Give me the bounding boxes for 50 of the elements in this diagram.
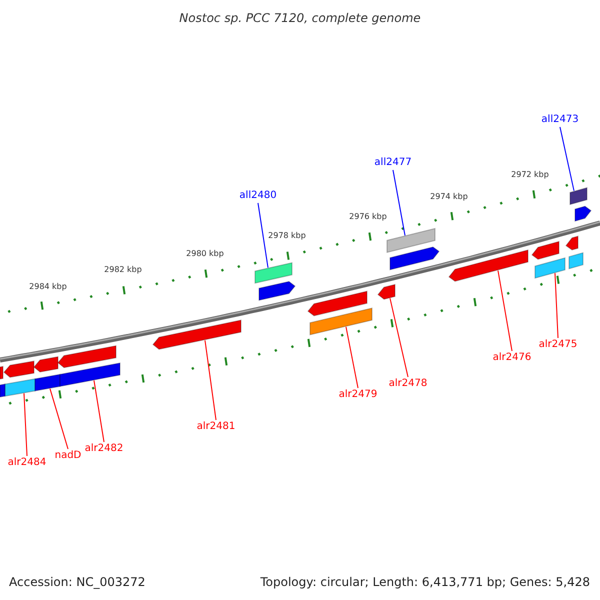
leader-line xyxy=(560,126,574,192)
gene-block xyxy=(386,228,436,254)
gene-block xyxy=(377,284,396,300)
gene-label: all2480 xyxy=(239,189,277,203)
leader-line xyxy=(50,388,68,450)
gene-block xyxy=(310,307,372,336)
leader-line xyxy=(24,392,28,456)
gene-label: all2473 xyxy=(541,113,579,127)
gene-block xyxy=(258,280,296,301)
leader-line xyxy=(392,170,406,236)
gene-label: alr2475 xyxy=(538,338,578,352)
leader-line xyxy=(204,340,216,420)
gene-label: alr2479 xyxy=(338,388,378,402)
gene-block xyxy=(565,236,578,250)
leader-line xyxy=(554,272,558,338)
gene-label: all2477 xyxy=(374,156,412,170)
gene-label: alr2481 xyxy=(196,420,236,434)
gene-block xyxy=(534,257,566,279)
gene-block xyxy=(390,246,440,270)
gene-label: alr2476 xyxy=(492,351,532,365)
gene-block xyxy=(570,187,588,206)
gene-block xyxy=(568,252,584,270)
scale-label: 2984 kbp xyxy=(29,281,67,293)
scale-label: 2982 kbp xyxy=(104,264,142,276)
leader-line xyxy=(498,270,512,352)
leader-line xyxy=(94,380,104,442)
scale-label: 2978 kbp xyxy=(268,230,306,242)
leader-line xyxy=(258,202,268,268)
scale-label: 2976 kbp xyxy=(349,211,387,223)
scale-label: 2972 kbp xyxy=(511,169,549,181)
gene-block xyxy=(4,378,36,397)
scale-label: 2974 kbp xyxy=(430,191,468,203)
leader-line xyxy=(390,298,408,378)
gene-block xyxy=(254,262,292,284)
gene-block xyxy=(34,374,60,392)
gene-block xyxy=(152,319,242,350)
gene-label: alr2482 xyxy=(84,442,124,456)
gene-block xyxy=(574,206,592,222)
gene-label: nadD xyxy=(54,449,82,463)
scale-label: 2980 kbp xyxy=(186,248,224,260)
footer-text: Accession: NC_003272 xyxy=(9,574,146,591)
footer-text: Topology: circular; Length: 6,413,771 bp; Genes: 5,428 xyxy=(260,574,590,591)
gene-block xyxy=(3,360,34,378)
gene-block xyxy=(33,356,58,373)
gene-label: alr2478 xyxy=(388,377,428,391)
title: Nostoc sp. PCC 7120, complete genome xyxy=(178,10,422,27)
gene-block xyxy=(531,240,560,260)
gene-label: alr2484 xyxy=(8,456,46,470)
gene-block xyxy=(307,290,368,316)
gene-block xyxy=(448,249,528,282)
